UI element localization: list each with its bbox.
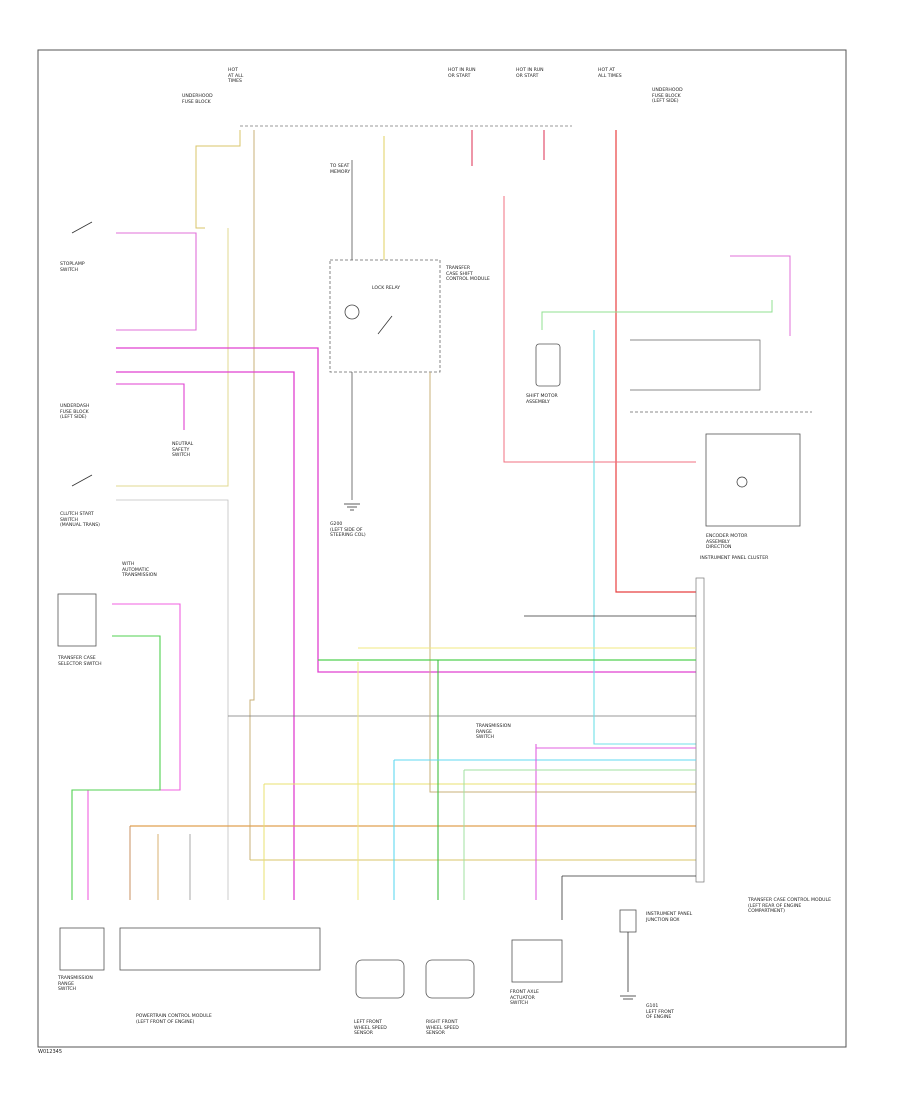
label-selector: TRANSFER CASE SELECTOR SWITCH: [58, 656, 102, 667]
tcase-module-box: [705, 433, 801, 527]
wire-yel-clutch: [116, 228, 229, 487]
label-cluster: INSTRUMENT PANEL CLUSTER: [700, 556, 769, 561]
label-underhood-left: UNDERHOOD FUSE BLOCK: [182, 94, 213, 105]
tcase-module-bottom: [119, 927, 321, 971]
label-module-block: TRANSFER CASE CONTROL MODULE (LEFT REAR …: [748, 898, 831, 914]
wire-black-right: [630, 339, 761, 391]
rf-wheel-sensor: [425, 959, 475, 999]
clutch-switch-blade: [71, 474, 93, 487]
wire-red-long: [615, 130, 696, 593]
label-front-axle: FRONT AXLE ACTUATOR SWITCH: [510, 990, 539, 1006]
label-transmission-range: TRANSMISSION RANGE SWITCH: [58, 976, 93, 992]
label-shift-motor: SHIFT MOTOR ASSEMBLY: [526, 394, 558, 405]
label-neutral: NEUTRAL SAFETY SWITCH: [172, 442, 194, 458]
wire-brake-pink: [116, 232, 197, 331]
wire-pink-top-right: [730, 255, 791, 336]
brake-switch-blade: [71, 221, 93, 234]
lf-wheel-sensor: [355, 959, 405, 999]
label-lf-sensor: LEFT FRONT WHEEL SPEED SENSOR: [354, 1020, 387, 1036]
transfer-case-shift-module: [329, 259, 441, 373]
label-underhood-right: UNDERHOOD FUSE BLOCK (LEFT SIDE): [652, 88, 683, 104]
wire-gray-clutch: [116, 499, 229, 900]
footer-code: W012345: [38, 1049, 63, 1055]
label-rf-sensor: RIGHT FRONT WHEEL SPEED SENSOR: [426, 1020, 459, 1036]
shift-motor-box: [535, 343, 561, 387]
front-axle-actuator: [511, 939, 563, 983]
instrument-cluster-connector: [695, 577, 705, 883]
wire-cyan: [593, 330, 696, 745]
wire-center-tan: [429, 372, 696, 793]
selector-switch-box: [57, 593, 97, 647]
encoder-icon: [736, 476, 748, 488]
label-transmission: TRANSMISSION RANGE SWITCH: [476, 724, 511, 740]
label-brake: STOPLAMP SWITCH: [60, 262, 85, 273]
wire-yel-left-top: [195, 130, 241, 229]
diagram-border: [37, 49, 847, 1048]
relay-coil: [344, 304, 360, 320]
label-fuse-left: HOT AT ALL TIMES: [228, 68, 244, 84]
label-encoder-text: ENCODER MOTOR ASSEMBLY DIRECTION: [706, 534, 748, 550]
label-relay: TRANSFER CASE SHIFT CONTROL MODULE: [446, 266, 490, 282]
label-module: POWERTRAIN CONTROL MODULE (LEFT FRONT OF…: [136, 1014, 212, 1025]
label-with: WITH AUTOMATIC TRANSMISSION: [122, 562, 157, 578]
label-clutch: CLUTCH START SWITCH (MANUAL TRANS): [60, 512, 100, 528]
wire-tan-left: [249, 130, 255, 860]
label-underdash: UNDERDASH FUSE BLOCK (LEFT SIDE): [60, 404, 90, 420]
wire-lt-green: [541, 300, 773, 330]
relay-switch: [377, 315, 393, 335]
wire-magenta-3: [116, 383, 185, 430]
label-seat: TO SEAT MEMORY: [330, 164, 351, 175]
label-fuse-mid1: HOT IN RUN OR START: [448, 68, 476, 79]
wire-magenta-2: [116, 371, 295, 900]
label-fuse-mid2: HOT IN RUN OR START: [516, 68, 544, 79]
wire-pink-selector: [87, 603, 181, 900]
wire-pink-right: [503, 196, 696, 463]
label-fuse-right: HOT AT ALL TIMES: [598, 68, 622, 79]
encoder-motor: [619, 909, 637, 933]
label-ground-mid: G200 (LEFT SIDE OF STEERING COL): [330, 522, 366, 538]
label-lock-relay: LOCK RELAY: [372, 286, 401, 291]
label-ground-bottom: G101 LEFT FRONT OF ENGINE: [646, 1004, 674, 1020]
label-bottom-right: INSTRUMENT PANEL JUNCTION BOX: [646, 912, 693, 923]
wire-magenta-1: [116, 347, 696, 673]
transmission-range-switch: [59, 927, 105, 971]
wire-green-selector: [71, 635, 161, 900]
